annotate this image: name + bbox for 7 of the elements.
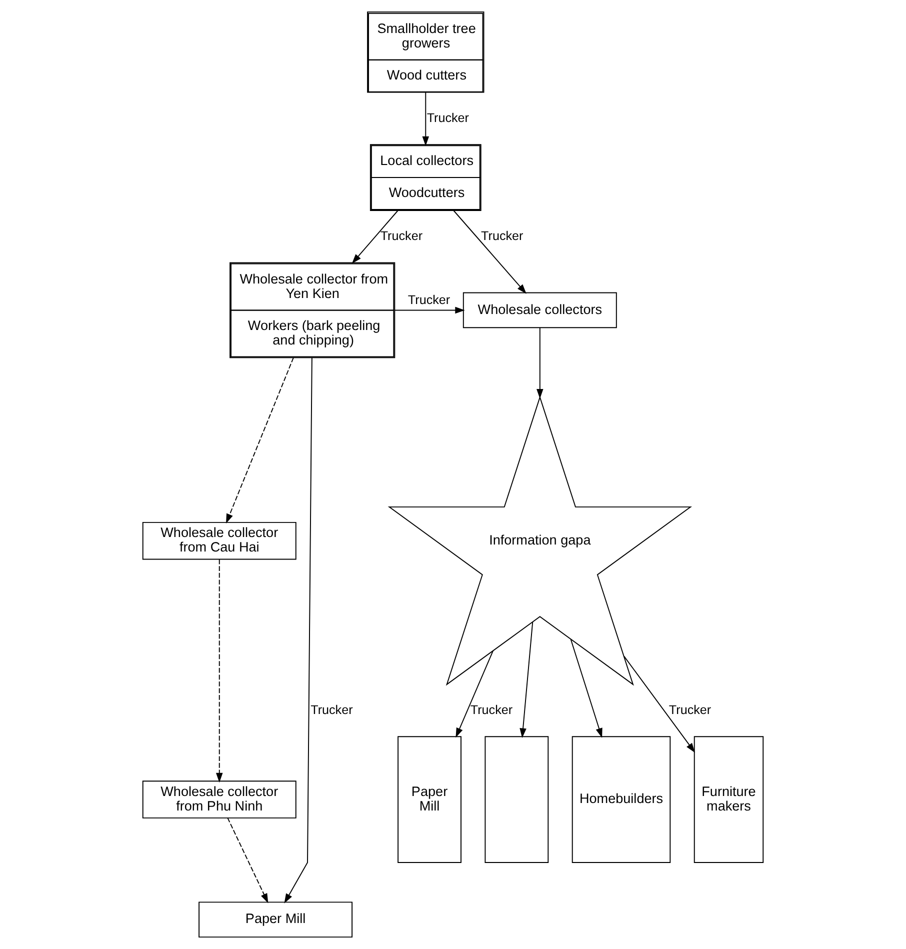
edge-label: Trucker — [668, 702, 712, 717]
edge-label: Trucker — [380, 228, 423, 243]
edge-label: Trucker — [426, 110, 469, 125]
edge-label: Trucker — [481, 228, 524, 243]
edge-label: Trucker — [310, 702, 353, 717]
edge-label: Trucker — [470, 702, 513, 717]
edge-label: Trucker — [408, 292, 450, 307]
